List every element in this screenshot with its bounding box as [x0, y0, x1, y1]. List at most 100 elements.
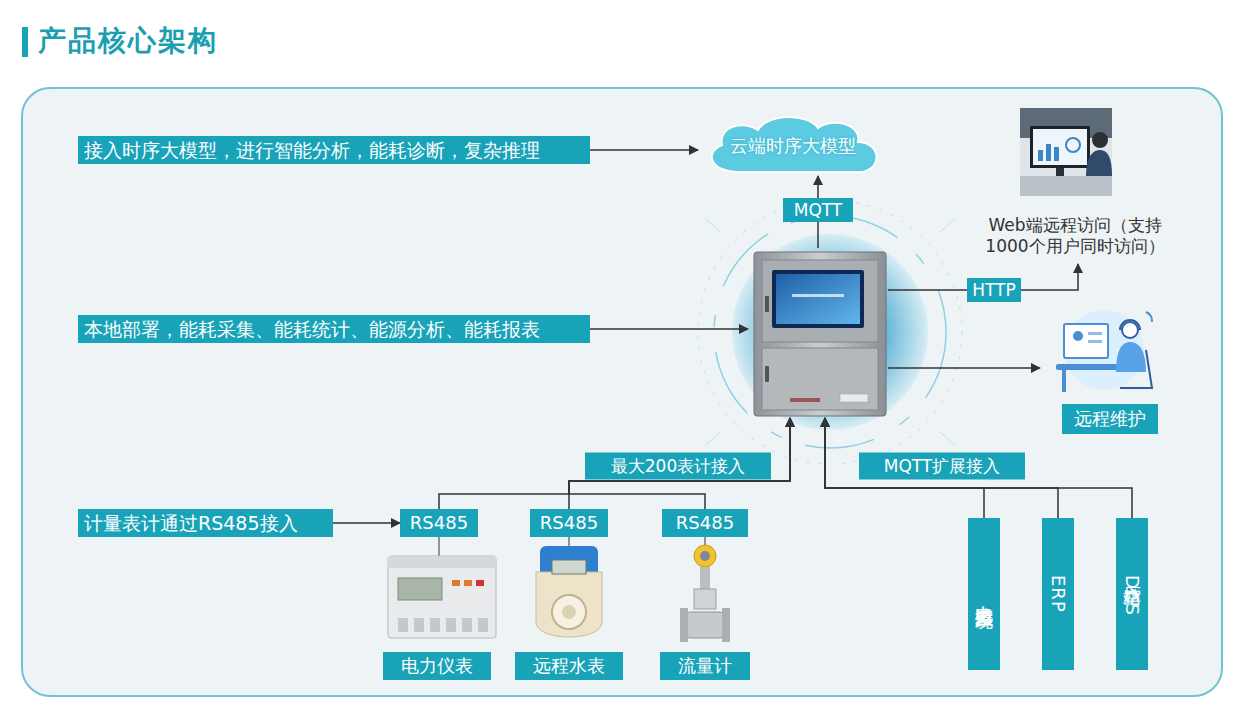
- edge-label: HTTP: [967, 278, 1021, 302]
- sensor-fins: [694, 589, 716, 609]
- person-body: [1116, 342, 1146, 372]
- name-plate: [840, 394, 868, 402]
- screen: [776, 274, 860, 324]
- person-head: [1122, 322, 1138, 338]
- system-box: 空压站DCS: [1116, 518, 1148, 670]
- headset: [1120, 320, 1140, 330]
- screen-frame: [772, 270, 864, 328]
- frame: [22, 88, 1222, 696]
- chart-bar: [1038, 150, 1043, 161]
- node-text: 远程维护: [1062, 404, 1158, 434]
- terminal: [430, 618, 440, 632]
- transmitter-neck: [700, 567, 710, 589]
- cloud-outline: [712, 117, 877, 172]
- node-text: RS485: [540, 513, 598, 533]
- node-text: RS485: [410, 513, 468, 533]
- meter-lcd: [398, 578, 442, 600]
- connector-arrow: [825, 418, 1058, 518]
- port-box: RS485: [530, 509, 608, 537]
- node-text: 远程水表: [533, 656, 605, 676]
- remote-maintenance-illustration: [1056, 310, 1152, 392]
- connector-arrow: [439, 418, 790, 509]
- connector-arrow: [333, 522, 400, 524]
- door-handle: [765, 366, 769, 382]
- system-box: 电力监控系统: [968, 518, 1000, 670]
- system-box: ERP: [1042, 518, 1074, 670]
- terminal: [478, 618, 488, 632]
- power-meter-illustration: [388, 556, 496, 638]
- flange: [680, 608, 688, 642]
- page-title: 产品核心架构: [38, 24, 218, 57]
- terminal: [446, 618, 456, 632]
- flange: [722, 608, 730, 642]
- monitor-stand: [1056, 168, 1064, 176]
- node-text: 流量计: [678, 656, 732, 676]
- connector-arrow: [569, 418, 790, 509]
- cloud-node: 云端时序大模型: [698, 112, 888, 176]
- signal-arc: [1146, 312, 1152, 322]
- monitor: [1030, 126, 1090, 168]
- flowmeter-illustration: [680, 545, 730, 642]
- edge-label: 最大200表计接入: [585, 453, 771, 480]
- port-box: RS485: [662, 509, 748, 537]
- meter-button: [476, 580, 484, 586]
- transmitter-head: [694, 545, 716, 567]
- port-box: RS485: [400, 509, 478, 537]
- device-halo: [698, 200, 962, 464]
- title-bar: [22, 27, 28, 57]
- screen-line: [1088, 340, 1102, 343]
- edge-label: MQTT: [783, 198, 853, 222]
- brand-mark: [790, 398, 820, 402]
- web-access-node: Web端远程访问（支持 1000个用户同时访问）: [955, 104, 1195, 264]
- desk: [1020, 176, 1112, 196]
- meter-button: [452, 580, 460, 586]
- chart-dial: [1066, 138, 1080, 152]
- node-text: 电力仪表: [401, 656, 473, 676]
- cabinet-upper-door: [762, 260, 878, 342]
- device-name-box: 电力仪表: [383, 652, 491, 680]
- node-text: RS485: [676, 513, 734, 533]
- terminal: [414, 618, 424, 632]
- node-text: ERP: [1048, 575, 1069, 613]
- device-name-box: 流量计: [660, 652, 750, 680]
- meter-dial: [552, 595, 586, 629]
- connector-arrow: [590, 328, 748, 330]
- maintenance-node: 远程维护: [1040, 300, 1180, 434]
- node-text: Web端远程访问（支持 1000个用户同时访问）: [970, 215, 1180, 256]
- halo-ring: [698, 200, 962, 464]
- halo-ray: [705, 218, 720, 232]
- edge-label: MQTT扩展接入: [859, 453, 1025, 480]
- office-backdrop: [1020, 108, 1112, 196]
- node-text: 电力监控系统: [972, 591, 996, 597]
- device-name-box: 远程水表: [515, 652, 623, 680]
- cabinet-lower-door: [762, 348, 878, 410]
- halo-ring: [714, 216, 946, 448]
- person-body: [1086, 150, 1112, 176]
- halo-ray: [940, 432, 955, 446]
- meter-button: [464, 580, 472, 586]
- feature-band: 接入时序大模型，进行智能分析，能耗诊断，复杂推理: [78, 136, 590, 164]
- halo-ray: [705, 432, 720, 446]
- node-text: 云端时序大模型: [730, 134, 856, 158]
- connector-arrow: [569, 418, 790, 509]
- meter-case: [388, 556, 496, 638]
- terminal: [398, 618, 408, 632]
- screen-avatar: [1073, 331, 1083, 341]
- meter-top-strip: [388, 556, 496, 568]
- feature-band: 本地部署，能耗采集、能耗统计、能源分析、能耗报表: [78, 315, 590, 343]
- chart-bar: [1054, 147, 1059, 161]
- page-title-box: 产品核心架构: [38, 22, 218, 60]
- node-text: 计量表计通过RS485接入: [84, 513, 298, 534]
- halo-disc: [732, 234, 928, 430]
- feature-band: 计量表计通过RS485接入: [78, 509, 333, 537]
- meter-lead: [438, 537, 439, 556]
- transmitter-window: [700, 551, 710, 561]
- meter-lcd: [552, 560, 586, 574]
- chair: [1120, 350, 1152, 388]
- meter-body: [536, 572, 602, 637]
- screen-bar: [792, 294, 844, 297]
- cabinet-body: [754, 252, 886, 416]
- screen-line: [1088, 332, 1102, 335]
- desk-leg: [1062, 370, 1066, 392]
